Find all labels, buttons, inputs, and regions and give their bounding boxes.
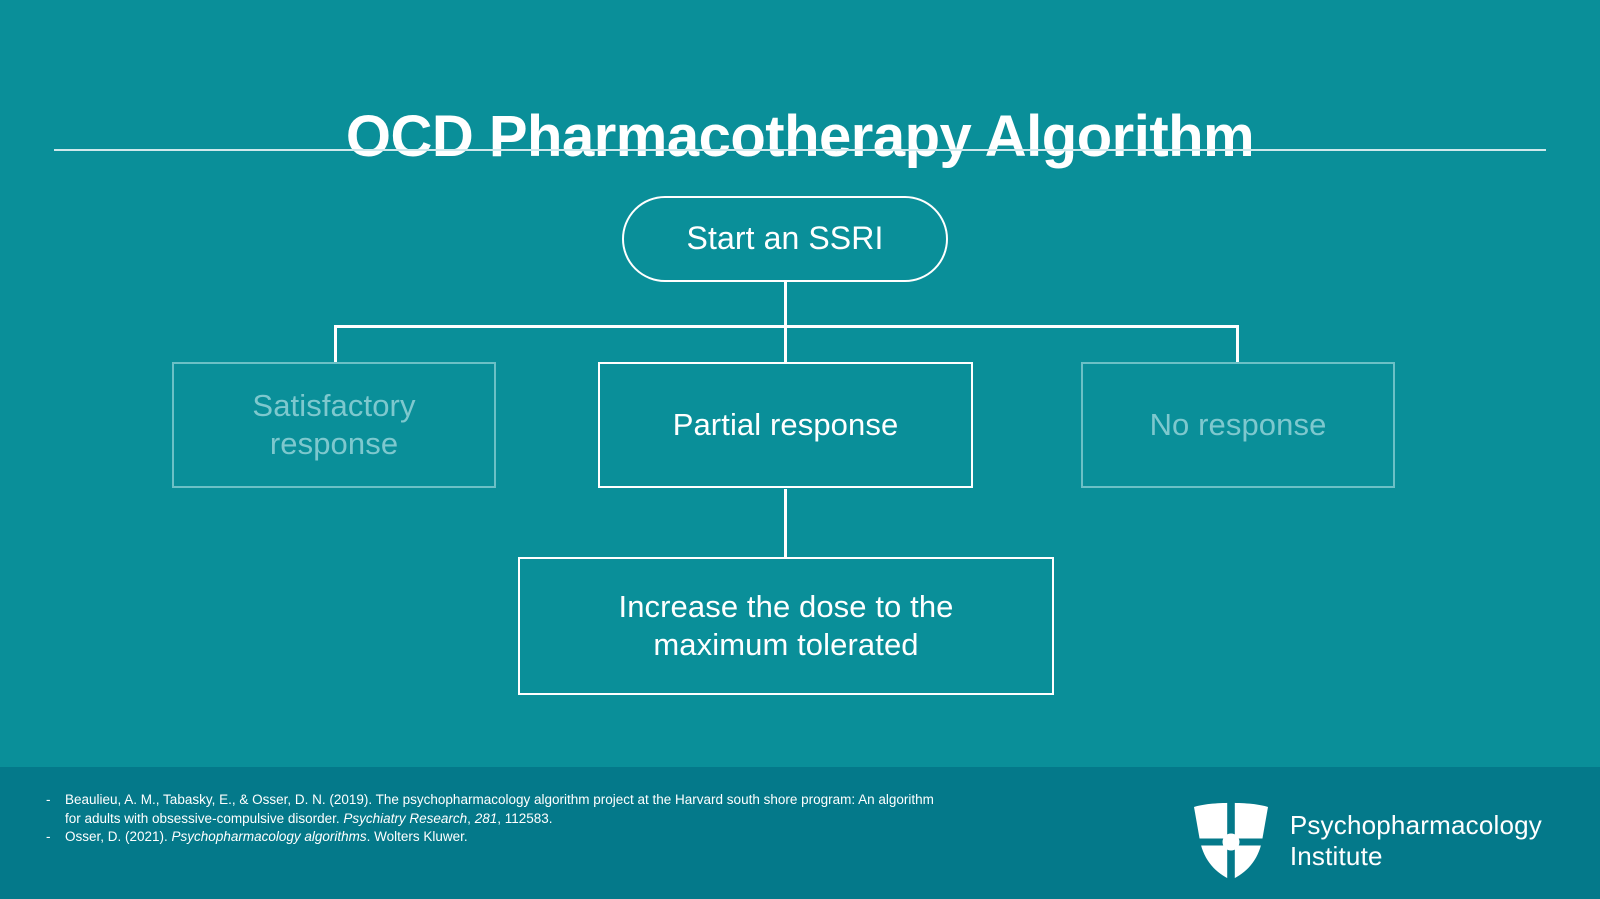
connector-to-satisfactory [334, 325, 337, 363]
node-increase-dose-label: Increase the dose to the maximum tolerat… [618, 589, 954, 662]
shield-icon [1191, 801, 1270, 881]
reference-text: Beaulieu, A. M., Tabasky, E., & Osser, D… [65, 792, 934, 826]
node-satisfactory-response[interactable]: Satisfactory response [172, 362, 496, 488]
connector-start-to-split [784, 282, 787, 327]
node-no-response-label: No response [1149, 407, 1327, 443]
reference-text: Osser, D. (2021). Psychopharmacology alg… [65, 829, 468, 844]
footer-bar: -Beaulieu, A. M., Tabasky, E., & Osser, … [0, 767, 1600, 899]
node-satisfactory-response-label: Satisfactory response [252, 388, 416, 461]
flowchart: Start an SSRI Satisfactory response Part… [172, 196, 1395, 695]
reference-list: -Beaulieu, A. M., Tabasky, E., & Osser, … [46, 791, 946, 847]
connector-to-no-response [1236, 325, 1239, 363]
connector-partial-to-increase [784, 489, 787, 558]
node-start-an-ssri-label: Start an SSRI [686, 220, 884, 257]
node-start-an-ssri[interactable]: Start an SSRI [622, 196, 948, 282]
reference-item: -Beaulieu, A. M., Tabasky, E., & Osser, … [46, 791, 946, 828]
brand-name: Psychopharmacology Institute [1289, 810, 1542, 871]
node-partial-response-label: Partial response [672, 407, 899, 443]
node-no-response[interactable]: No response [1081, 362, 1395, 488]
reference-item: -Osser, D. (2021). Psychopharmacology al… [46, 828, 946, 847]
brand-lockup: Psychopharmacology Institute [1190, 801, 1542, 881]
node-partial-response[interactable]: Partial response [598, 362, 973, 488]
node-increase-dose[interactable]: Increase the dose to the maximum tolerat… [518, 557, 1054, 695]
reference-bullet: - [46, 792, 51, 807]
title-divider [54, 149, 1546, 151]
connector-to-partial [784, 325, 787, 363]
page-title: OCD Pharmacotherapy Algorithm [345, 103, 1255, 169]
reference-bullet: - [46, 829, 51, 844]
